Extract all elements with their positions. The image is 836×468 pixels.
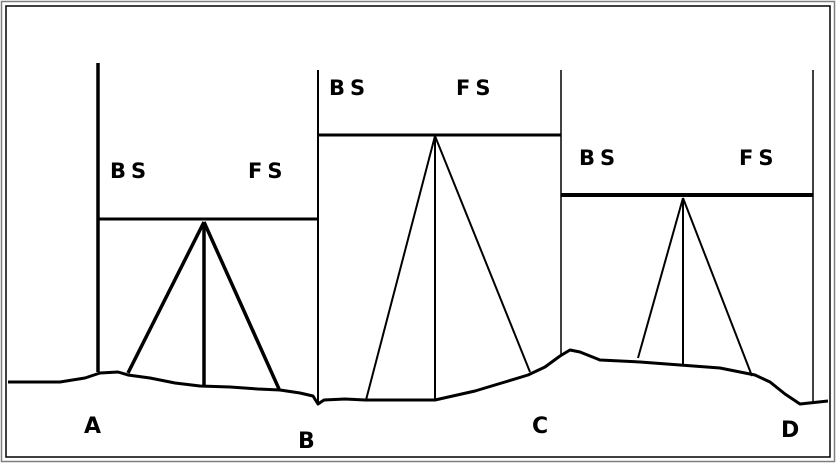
- diagram-inner-border: [5, 5, 831, 458]
- foresight-label-1: FS: [248, 159, 287, 183]
- tripod-3: [637, 197, 753, 377]
- foresight-label-3: FS: [739, 146, 778, 170]
- backsight-label-3: BS: [579, 146, 620, 170]
- tripod-2: [365, 135, 531, 401]
- point-label-b: B: [298, 429, 315, 454]
- point-label-c: C: [532, 414, 548, 439]
- point-label-a: A: [84, 414, 101, 439]
- backsight-label-1: BS: [110, 159, 151, 183]
- backsight-label-2: BS: [329, 76, 370, 100]
- tripod-1: [126, 221, 281, 390]
- point-label-d: D: [781, 418, 799, 443]
- foresight-label-2: FS: [456, 76, 495, 100]
- ground-profile: [8, 348, 829, 406]
